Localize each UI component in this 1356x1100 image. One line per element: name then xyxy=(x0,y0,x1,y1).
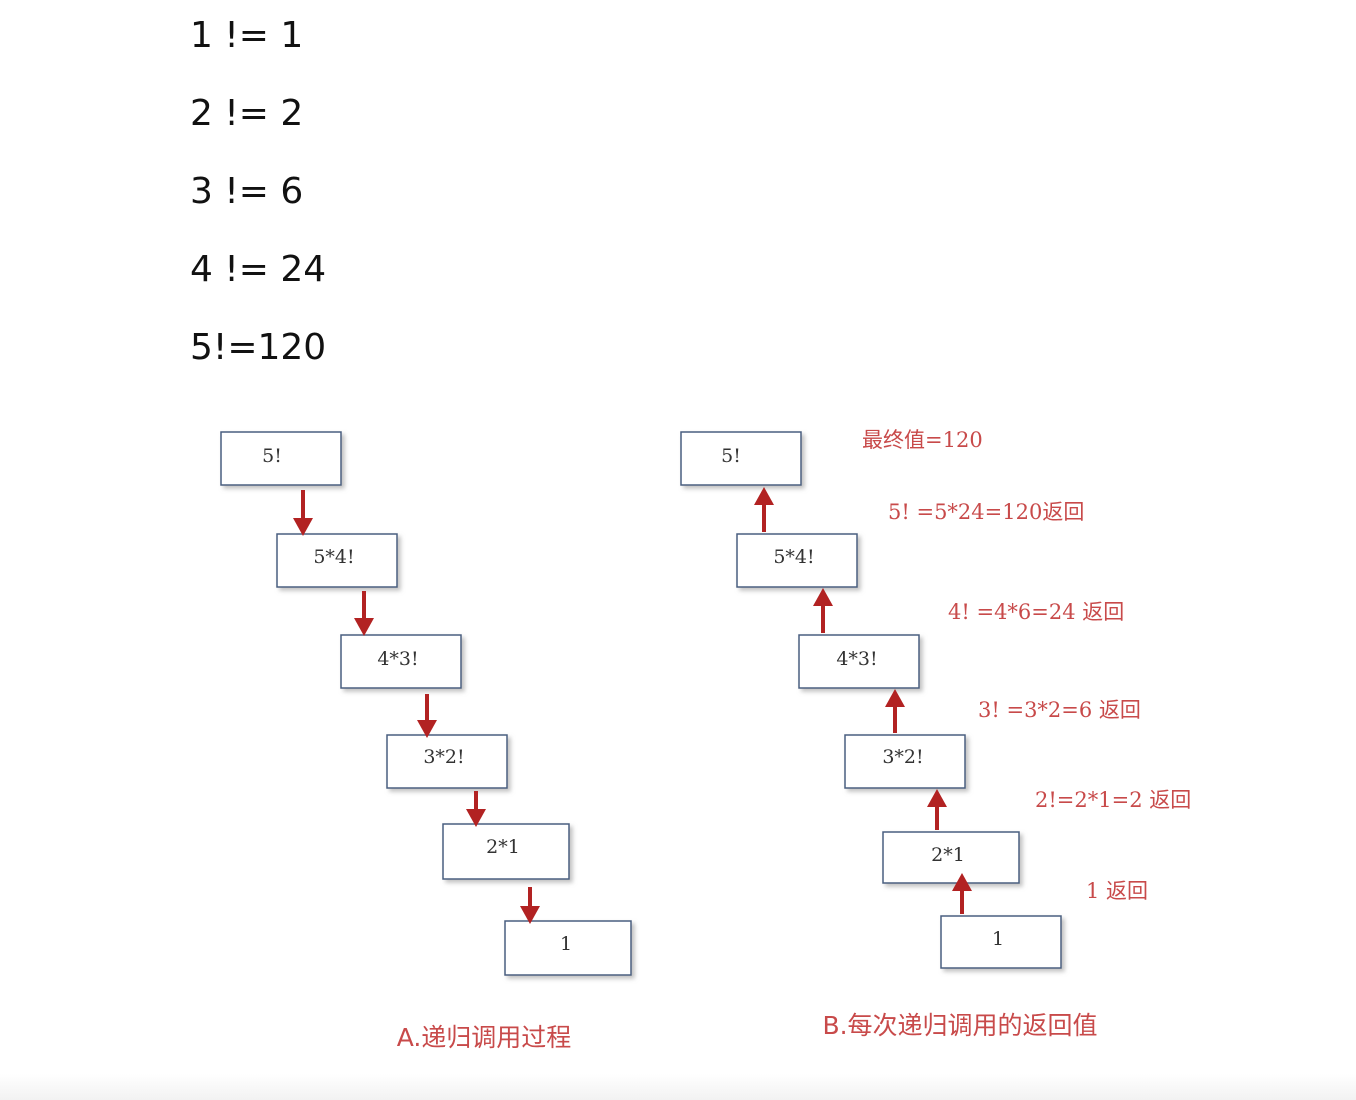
diagram-a-arrow-4 xyxy=(466,791,486,827)
diagram-b-box-3: 4*3! xyxy=(798,634,920,689)
diagram-a-box-5: 2*1 xyxy=(442,823,570,880)
diagram-b: 5! 5*4! 4*3! 3*2! 2*1 1 xyxy=(680,428,1191,1040)
diagram-b-box-4: 3*2! xyxy=(844,734,966,789)
diagram-b-arrow-4 xyxy=(927,789,947,830)
diagram-b-box-6-label: 1 xyxy=(992,928,1004,950)
diagram-b-annotation-3: 3! =3*2=6 返回 xyxy=(978,698,1141,722)
factorial-line-5: 5!=120 xyxy=(190,327,327,368)
diagram-b-annotation-5: 1 返回 xyxy=(1086,879,1148,903)
diagram-a-caption: A.递归调用过程 xyxy=(397,1023,572,1052)
diagram-a-arrow-1 xyxy=(293,490,313,536)
diagram-b-box-4-label: 3*2! xyxy=(882,746,923,768)
diagram-a-box-2: 5*4! xyxy=(276,533,398,588)
diagram-b-annotation-1: 5! =5*24=120返回 xyxy=(888,500,1084,524)
diagram-b-arrow-5 xyxy=(952,873,972,914)
diagram-a-box-4-label: 3*2! xyxy=(423,746,464,768)
factorial-line-2: 2 != 2 xyxy=(190,93,304,134)
diagram-a-box-3: 4*3! xyxy=(340,634,462,689)
diagram-a-arrow-2 xyxy=(354,591,374,636)
diagram-b-caption: B.每次递归调用的返回值 xyxy=(822,1011,1097,1040)
diagram-b-arrow-1 xyxy=(754,487,774,532)
diagram-a: 5! 5*4! 4*3! 3*2! 2*1 1 xyxy=(220,431,632,1052)
factorial-line-1: 1 != 1 xyxy=(190,15,304,56)
diagram-a-arrow-3 xyxy=(417,694,437,738)
diagram-a-box-1-label: 5! xyxy=(262,445,282,467)
diagram-a-box-1: 5! xyxy=(220,431,342,486)
diagram-b-box-3-label: 4*3! xyxy=(836,648,877,670)
diagram-b-box-2-label: 5*4! xyxy=(773,546,814,568)
diagram-a-box-6-label: 1 xyxy=(560,933,572,955)
diagram-a-box-4: 3*2! xyxy=(386,734,508,789)
diagram-b-annotation-final: 最终值=120 xyxy=(862,428,983,452)
diagram-b-annotation-4: 2!=2*1=2 返回 xyxy=(1035,788,1191,812)
diagram-a-box-2-label: 5*4! xyxy=(313,546,354,568)
diagram-a-box-6: 1 xyxy=(504,920,632,976)
diagram-a-box-3-label: 4*3! xyxy=(377,648,418,670)
diagram-b-annotation-2: 4! =4*6=24 返回 xyxy=(948,600,1124,624)
diagram-b-box-1-label: 5! xyxy=(721,445,741,467)
diagram-a-arrow-5 xyxy=(520,887,540,924)
diagram-b-box-2: 5*4! xyxy=(736,533,858,588)
diagram-b-box-6: 1 xyxy=(940,915,1062,969)
bottom-edge xyxy=(0,1074,1356,1100)
diagram-b-box-5-label: 2*1 xyxy=(931,844,965,866)
diagram-b-box-1: 5! xyxy=(680,431,802,486)
factorial-line-3: 3 != 6 xyxy=(190,171,304,212)
diagram-b-arrow-2 xyxy=(813,588,833,633)
diagram-b-box-5: 2*1 xyxy=(882,831,1020,884)
factorial-line-4: 4 != 24 xyxy=(190,249,327,290)
diagram-a-box-5-label: 2*1 xyxy=(486,836,520,858)
diagram-b-arrow-3 xyxy=(885,689,905,733)
